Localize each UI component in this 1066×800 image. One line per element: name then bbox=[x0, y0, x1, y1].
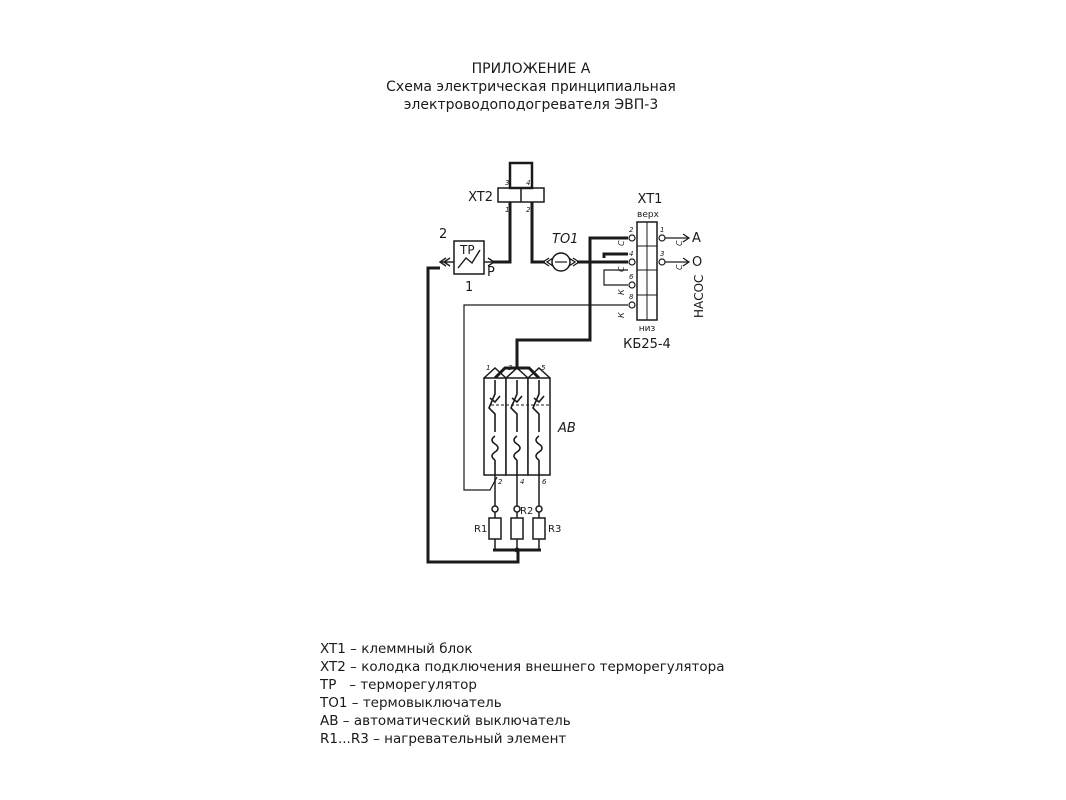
xt2-pin-3: 3 bbox=[505, 179, 509, 187]
heater-r1-label: R1 bbox=[474, 524, 487, 535]
legend-item-tp: ТР – терморегулятор bbox=[320, 677, 477, 693]
ab-pin-6: 6 bbox=[542, 478, 547, 486]
xt1-mark-k1: К bbox=[617, 289, 626, 295]
phase-o-label: О bbox=[692, 255, 702, 270]
ab-pin-1: 1 bbox=[486, 364, 490, 372]
ab-pin-3: 3 bbox=[508, 364, 512, 372]
diagram-title-line1: Схема электрическая принципиальная bbox=[386, 79, 676, 95]
ab-pin-4: 4 bbox=[520, 478, 524, 486]
ab-circuit-breaker: АВ 1 3 5 2 4 6 bbox=[483, 364, 576, 486]
tp-pin-2: 2 bbox=[439, 227, 447, 242]
xt1-pin-4: 4 bbox=[629, 250, 633, 258]
xt1-top-label: верх bbox=[637, 210, 660, 220]
xt1-pin-3: 3 bbox=[660, 250, 664, 258]
tp-label: ТР bbox=[459, 243, 475, 257]
xt1-pin-6: 6 bbox=[629, 273, 634, 281]
legend-item-r: R1...R3 – нагревательный элемент bbox=[320, 731, 567, 747]
xt1-bottom-label: низ bbox=[639, 324, 656, 334]
xt2-pin-2: 2 bbox=[526, 206, 531, 214]
legend-item-xt2: XT2 – колодка подключения внешнего термо… bbox=[320, 659, 725, 675]
ab-pin-2: 2 bbox=[498, 478, 503, 486]
xt2-label: XT2 bbox=[468, 190, 493, 205]
xt1-mark-c3: С bbox=[675, 240, 684, 246]
legend: XT1 – клеммный блок XT2 – колодка подклю… bbox=[320, 640, 820, 748]
phase-a-label: А bbox=[692, 231, 701, 246]
legend-item-ab: АВ – автоматический выключатель bbox=[320, 713, 571, 729]
ab-label: АВ bbox=[557, 421, 576, 436]
to1-label: ТО1 bbox=[552, 232, 578, 247]
xt1-terminal-block: XT1 верх низ КБ25-4 2 4 6 8 1 3 С С К К … bbox=[617, 192, 706, 352]
heater-elements: R1 R2 R3 bbox=[474, 475, 561, 553]
xt1-mark-c4: С bbox=[675, 264, 684, 270]
heater-r3-label: R3 bbox=[548, 524, 561, 535]
tp-thermoregulator: ТР 2 1 Р bbox=[438, 227, 496, 295]
xt1-model-label: КБ25-4 bbox=[623, 337, 671, 352]
tp-pin-1: 1 bbox=[465, 280, 473, 295]
xt2-connector: XT2 3 4 1 2 bbox=[468, 161, 545, 214]
xt2-pin-1: 1 bbox=[505, 206, 509, 214]
tp-pin-p: Р bbox=[487, 265, 495, 280]
legend-item-xt1: XT1 – клеммный блок bbox=[320, 641, 473, 657]
xt1-label: XT1 bbox=[638, 192, 663, 207]
xt1-mark-c1: С bbox=[617, 240, 626, 246]
heater-r2-label: R2 bbox=[520, 506, 533, 517]
pump-label: НАСОС bbox=[692, 275, 706, 318]
xt2-pin-4: 4 bbox=[526, 179, 530, 187]
xt1-pin-1: 1 bbox=[660, 226, 664, 234]
to1-thermoswitch: ТО1 bbox=[541, 232, 581, 272]
xt1-mark-c2: С bbox=[617, 266, 626, 272]
ab-pin-5: 5 bbox=[541, 364, 546, 372]
legend-item-to1: ТО1 – термовыключатель bbox=[320, 695, 502, 711]
xt1-pin-8: 8 bbox=[629, 293, 634, 301]
diagram-title-line2: электроводоподогревателя ЭВП-3 bbox=[404, 97, 658, 113]
xt1-mark-k2: К bbox=[617, 312, 626, 318]
xt1-pin-2: 2 bbox=[629, 226, 634, 234]
appendix-title: ПРИЛОЖЕНИЕ А bbox=[472, 61, 591, 77]
control-wiring bbox=[463, 269, 628, 491]
